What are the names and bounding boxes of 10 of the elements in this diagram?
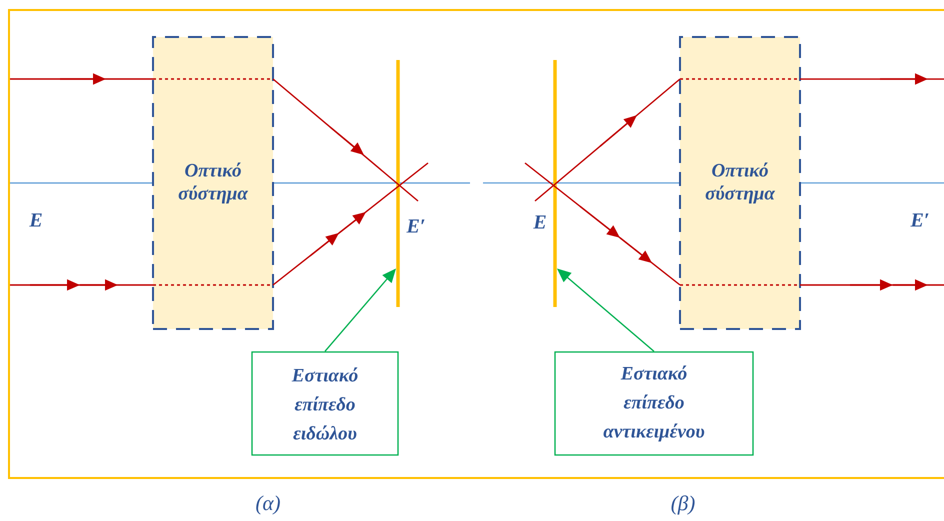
callout-box: Εστιακό επίπεδο ειδώλου — [251, 351, 399, 456]
focal-plane — [553, 60, 557, 307]
point-label: E′ — [910, 213, 928, 227]
point-label: E — [29, 213, 42, 227]
callout-box: Εστιακό επίπεδο αντικειμένου — [554, 351, 754, 456]
focal-plane — [396, 60, 400, 307]
optical-system-box: Οπτικό σύστημα — [152, 36, 274, 330]
panel-caption: (β) — [672, 495, 695, 515]
panel-caption: (α) — [256, 495, 280, 514]
optical-system-box: Οπτικό σύστημα — [679, 36, 801, 330]
